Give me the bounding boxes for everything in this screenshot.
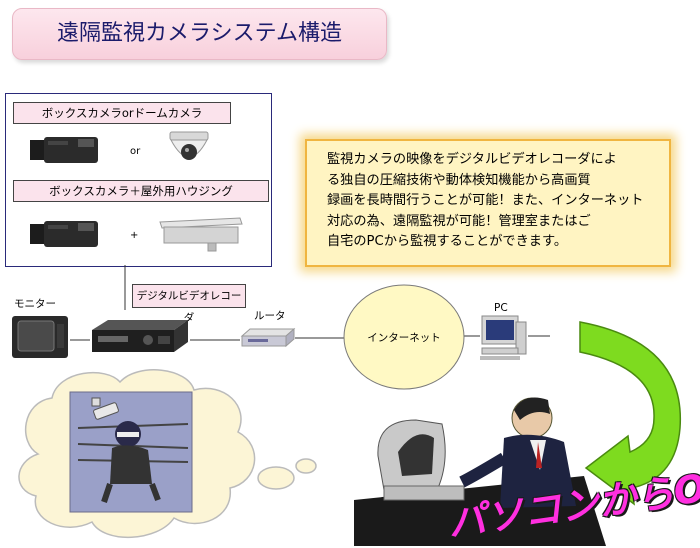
ceiling-camera-icon (91, 397, 119, 420)
internet-label: インターネット (367, 332, 441, 344)
businessman-at-pc-illustration (354, 397, 606, 546)
router-label: ルータ (254, 310, 286, 322)
or-text: or (130, 146, 141, 157)
box-camera-icon (30, 137, 98, 163)
title-banner: 遠隔監視カメラシステム構造 (12, 8, 387, 60)
dome-camera-icon (169, 131, 209, 160)
pc-label: PC (494, 302, 508, 314)
dvr-device-icon (92, 320, 188, 352)
description-box: 監視カメラの映像をデジタルビデオレコーダによ る独自の圧縮技術や動体検知機能から… (305, 139, 671, 267)
internet-circle (343, 284, 465, 390)
pc-icon (480, 315, 527, 360)
box-camera-icon (30, 221, 98, 247)
camera-option-label-1: ボックスカメラorドームカメラ (13, 102, 231, 124)
thought-bubble (18, 369, 317, 539)
curved-arrow-icon (579, 321, 682, 506)
camera-panel: ボックスカメラorドームカメラ or ボックスカメラ＋屋外用ハウジング + (5, 93, 272, 267)
plus-text: + (130, 230, 139, 241)
outdoor-housing-icon (159, 217, 243, 252)
dvr-label: デジタルビデオレコーダ (132, 284, 246, 324)
router-icon (240, 327, 296, 348)
description-text: 監視カメラの映像をデジタルビデオレコーダによ る独自の圧縮技術や動体検知機能から… (327, 152, 644, 249)
page-title: 遠隔監視カメラシステム構造 (57, 21, 342, 46)
monitor-label: モニター (14, 298, 56, 310)
burglar-icon (101, 421, 161, 503)
monitor-icon (12, 316, 68, 358)
camera-option-label-2: ボックスカメラ＋屋外用ハウジング (13, 180, 269, 202)
